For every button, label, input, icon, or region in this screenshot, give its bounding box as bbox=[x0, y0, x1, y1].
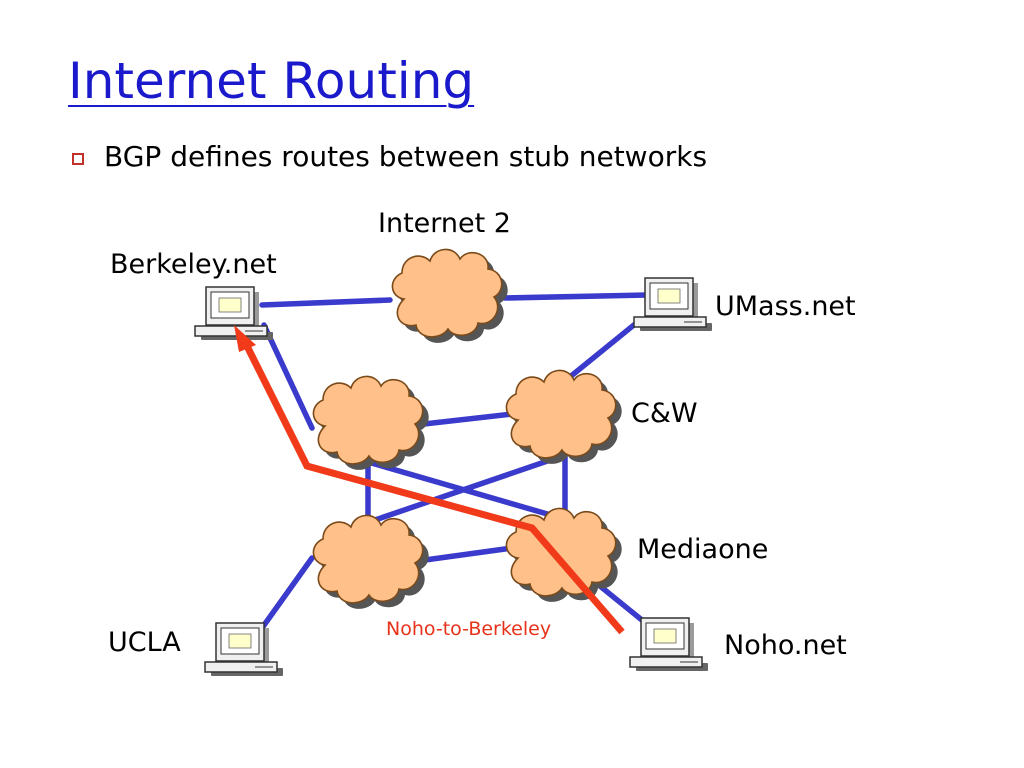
link-ucla-southcloud bbox=[259, 555, 315, 631]
label-path: Noho-to-Berkeley bbox=[386, 618, 552, 640]
link-southcloud-mediaone bbox=[422, 545, 515, 563]
bullet-text: BGP defines routes between stub networks bbox=[104, 140, 708, 173]
cloud-south bbox=[312, 514, 429, 609]
bullet-item: BGP defines routes between stub networks bbox=[72, 140, 707, 173]
noho-to-berkeley-path bbox=[234, 325, 625, 635]
link-mediaone-noho bbox=[592, 579, 651, 628]
cloud-cw bbox=[505, 369, 622, 464]
computer-icon-umass bbox=[633, 277, 713, 332]
label-mediaone: Mediaone bbox=[637, 534, 769, 565]
cloud-west bbox=[312, 375, 429, 470]
path-arrowhead bbox=[234, 325, 256, 352]
computer-icon-noho bbox=[629, 617, 709, 672]
label-ucla: UCLA bbox=[108, 627, 181, 658]
network-links bbox=[259, 292, 651, 631]
label-umass: UMass.net bbox=[715, 291, 856, 322]
computer-icon-ucla bbox=[204, 622, 284, 677]
link-berkeley-internet2 bbox=[259, 297, 393, 308]
link-westcloud-cw bbox=[421, 411, 515, 427]
slide-title: Internet Routing bbox=[68, 52, 475, 110]
cloud-internet2 bbox=[391, 248, 508, 343]
bullet-icon bbox=[72, 152, 84, 165]
label-internet2: Internet 2 bbox=[378, 208, 511, 239]
link-umass-cw bbox=[557, 317, 643, 388]
label-noho: Noho.net bbox=[724, 630, 847, 661]
computer-icon-berkeley bbox=[194, 286, 274, 341]
label-cw: C&W bbox=[631, 398, 698, 429]
link-cw-southcloud bbox=[372, 452, 568, 523]
link-berkeley-westcloud bbox=[261, 322, 315, 431]
link-internet2-umass bbox=[502, 292, 651, 301]
label-berkeley: Berkeley.net bbox=[110, 249, 277, 280]
